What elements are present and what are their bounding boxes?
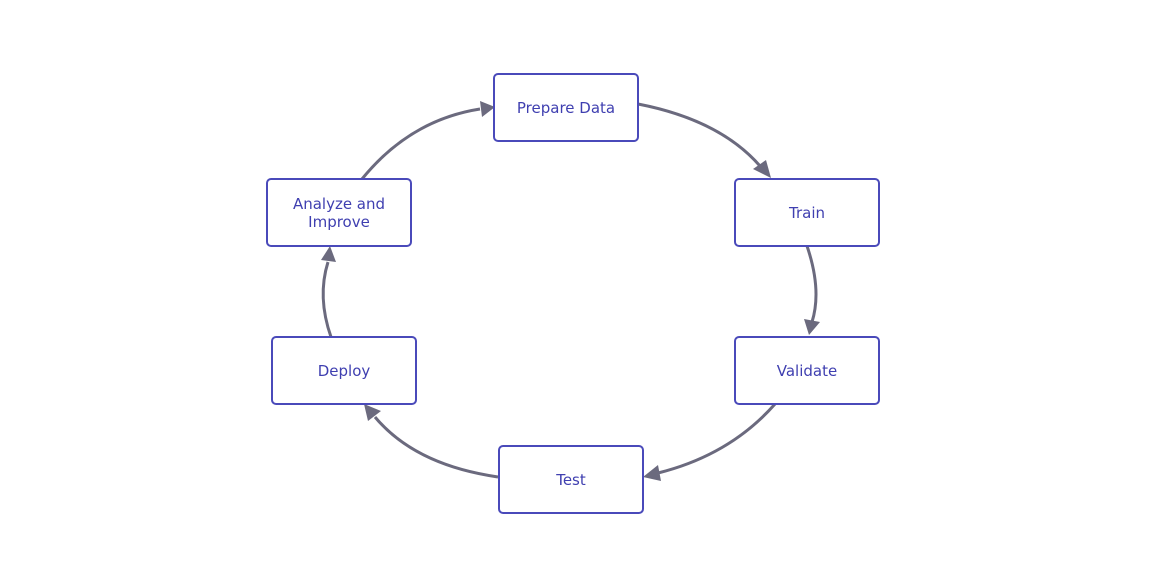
node-label: Prepare Data xyxy=(517,99,615,117)
arrow-head xyxy=(804,319,820,335)
edge-line xyxy=(360,107,481,180)
edge-train-to-validate xyxy=(804,245,820,335)
nodes: Prepare Data Train Validate Test Deploy … xyxy=(266,73,880,514)
node-box xyxy=(734,178,880,247)
edge-line xyxy=(321,261,333,338)
edge-test-to-deploy xyxy=(364,404,499,479)
node-label: Test xyxy=(555,471,586,489)
node-label: Deploy xyxy=(318,362,371,380)
arrow-head xyxy=(364,404,381,421)
arrow-head xyxy=(480,101,495,117)
node-label: Train xyxy=(788,204,825,222)
edge-prepare-data-to-train xyxy=(637,102,771,178)
node-deploy: Deploy xyxy=(271,336,417,405)
edge-deploy-to-analyze xyxy=(321,246,336,338)
arrow-head xyxy=(321,246,336,262)
node-analyze-and-improve: Analyze and Improve xyxy=(266,178,412,247)
edge-analyze-to-prepare-data xyxy=(360,101,495,180)
edge-line xyxy=(637,102,762,167)
edge-line xyxy=(657,403,777,475)
node-label: Improve xyxy=(308,213,370,231)
node-box xyxy=(734,336,880,405)
node-box xyxy=(266,178,412,247)
edge-line xyxy=(373,416,499,479)
node-box xyxy=(498,445,644,514)
node-box xyxy=(493,73,639,142)
node-label: Analyze and xyxy=(293,195,385,213)
arrow-head xyxy=(643,465,661,481)
edge-line xyxy=(805,245,818,323)
edge-validate-to-test xyxy=(643,403,777,481)
node-test: Test xyxy=(498,445,644,514)
node-label: Validate xyxy=(777,362,837,380)
node-prepare-data: Prepare Data xyxy=(493,73,639,142)
node-train: Train xyxy=(734,178,880,247)
node-box xyxy=(271,336,417,405)
node-validate: Validate xyxy=(734,336,880,405)
edges xyxy=(321,101,820,481)
arrow-head xyxy=(753,160,771,178)
